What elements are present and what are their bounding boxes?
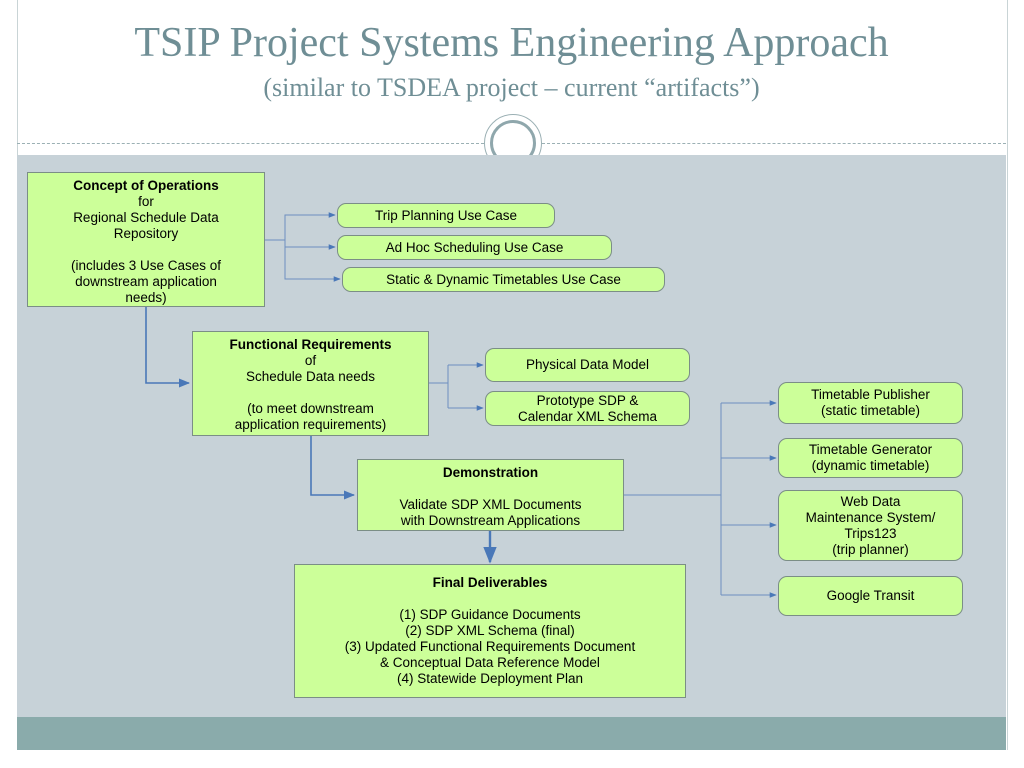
conops-line: for xyxy=(138,194,154,209)
generator-line: Timetable Generator xyxy=(808,442,933,457)
final-item: & Conceptual Data Reference Model xyxy=(380,655,600,670)
use-case-ad-hoc: Ad Hoc Scheduling Use Case xyxy=(337,235,612,260)
footer-band xyxy=(17,717,1006,750)
google-transit-label: Google Transit xyxy=(826,588,915,603)
use-case-label: Trip Planning Use Case xyxy=(374,207,518,223)
publisher-line: Timetable Publisher xyxy=(811,387,930,402)
use-case-trip-planning: Trip Planning Use Case xyxy=(337,203,555,228)
demonstration-line: with Downstream Applications xyxy=(400,513,581,528)
connector-functional-outputs xyxy=(429,365,449,408)
demonstration-line: Validate SDP XML Documents xyxy=(399,497,582,512)
physical-data-model-box: Physical Data Model xyxy=(485,348,690,382)
connector-demo-apps xyxy=(624,403,722,595)
use-case-static-dynamic: Static & Dynamic Timetables Use Case xyxy=(342,267,665,292)
conops-line: Repository xyxy=(113,226,179,241)
webdata-line: Trips123 xyxy=(844,525,897,541)
functional-line: Schedule Data needs xyxy=(245,369,376,384)
use-case-label: Static & Dynamic Timetables Use Case xyxy=(386,271,621,287)
functional-line: of xyxy=(304,353,317,368)
final-item: (4) Statewide Deployment Plan xyxy=(396,671,584,686)
prototype-schema-box: Prototype SDP & Calendar XML Schema xyxy=(485,391,690,426)
conops-box: Concept of Operations for Regional Sched… xyxy=(27,172,265,307)
demonstration-box: Demonstration Validate SDP XML Documents… xyxy=(357,459,624,531)
flow-conops-to-functional xyxy=(145,307,191,388)
functional-requirements-box: Functional Requirements of Schedule Data… xyxy=(192,331,429,436)
webdata-line: (trip planner) xyxy=(832,541,909,557)
timetable-generator-box: Timetable Generator (dynamic timetable) xyxy=(778,438,963,478)
conops-line: (includes 3 Use Cases of xyxy=(70,258,222,273)
functional-line: (to meet downstream xyxy=(247,401,374,416)
slide-title: TSIP Project Systems Engineering Approac… xyxy=(134,20,889,66)
slide-subtitle: (similar to TSDEA project – current “art… xyxy=(263,73,760,102)
functional-heading: Functional Requirements xyxy=(229,337,392,352)
publisher-line: (static timetable) xyxy=(820,403,921,418)
web-data-maintenance-box: Web Data Maintenance System/ Trips123 (t… xyxy=(778,490,963,561)
final-deliverables-box: Final Deliverables (1) SDP Guidance Docu… xyxy=(294,564,686,698)
divider-left xyxy=(17,143,484,144)
conops-line: downstream application xyxy=(75,274,217,289)
divider-right xyxy=(542,143,1006,144)
flow-functional-to-demo xyxy=(310,436,356,500)
physical-data-model-label: Physical Data Model xyxy=(525,357,650,372)
conops-line: Regional Schedule Data xyxy=(73,210,219,225)
google-transit-box: Google Transit xyxy=(778,576,963,616)
conops-heading: Concept of Operations xyxy=(73,178,219,193)
conops-line: needs) xyxy=(125,290,167,305)
timetable-publisher-box: Timetable Publisher (static timetable) xyxy=(778,382,963,424)
final-item: (2) SDP XML Schema (final) xyxy=(405,623,575,638)
final-item: (3) Updated Functional Requirements Docu… xyxy=(344,639,636,654)
generator-line: (dynamic timetable) xyxy=(811,458,930,473)
prototype-line: Prototype SDP & xyxy=(536,392,639,408)
webdata-line: Maintenance System/ xyxy=(805,509,936,525)
functional-line: application requirements) xyxy=(234,417,387,432)
webdata-line: Web Data xyxy=(840,493,901,509)
final-item: (1) SDP Guidance Documents xyxy=(399,607,581,622)
demonstration-heading: Demonstration xyxy=(442,465,539,480)
final-heading: Final Deliverables xyxy=(432,575,548,590)
use-case-label: Ad Hoc Scheduling Use Case xyxy=(385,239,564,255)
prototype-line: Calendar XML Schema xyxy=(517,408,658,424)
